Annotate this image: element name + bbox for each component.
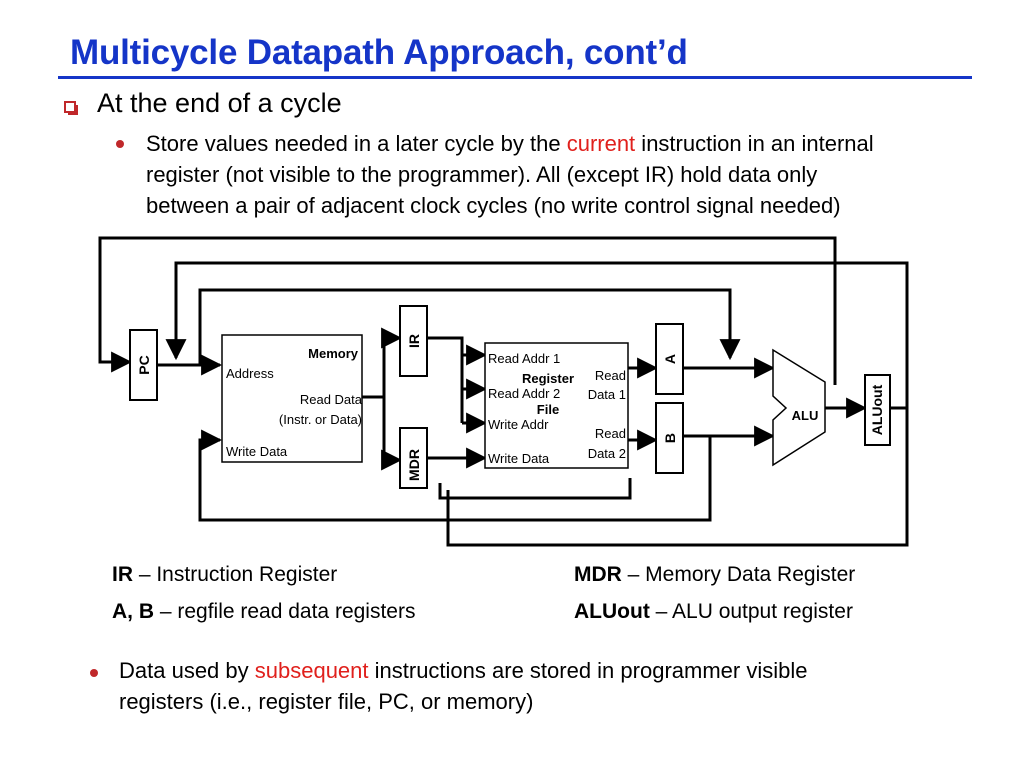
sub-bullet-1-line3: between a pair of adjacent clock cycles …	[146, 193, 841, 218]
alu-label: ALU	[792, 408, 819, 423]
memory-title: Memory	[308, 346, 359, 361]
mdr-label: MDR	[406, 449, 422, 481]
checkbox-bullet-icon	[64, 101, 78, 115]
wire-memory-to-ir	[362, 327, 403, 399]
memory-read-data-label: Read Data	[300, 392, 363, 407]
main-bullet-text: At the end of a cycle	[97, 88, 342, 118]
regfile-title1: Register	[522, 371, 574, 386]
regfile-read-data2-b: Data 2	[588, 446, 626, 461]
regfile-read-data1-b: Data 1	[588, 387, 626, 402]
ir-register	[399, 305, 428, 377]
memory-read-note: (Instr. or Data)	[279, 412, 362, 427]
sub-bullet-2-text-end: instructions are stored in programmer vi…	[368, 658, 808, 683]
regfile-title2: File	[537, 402, 559, 417]
sub-bullet-1-text: Store values needed in a later cycle by …	[146, 131, 567, 156]
legend-ir-term: IR	[112, 563, 133, 586]
legend-ir-desc: – Instruction Register	[133, 563, 338, 586]
wire-top-to-pc	[98, 236, 837, 385]
b-register	[655, 402, 684, 474]
regfile-read-data2-a: Read	[595, 426, 626, 441]
pc-label: PC	[136, 355, 152, 374]
legend-ab: A, B – regfile read data registers	[112, 600, 415, 624]
legend-ab-desc: – regfile read data registers	[154, 600, 416, 623]
legend-aluout: ALUout – ALU output register	[574, 600, 853, 624]
alu-shape	[772, 348, 826, 467]
title-underline	[58, 76, 972, 79]
regfile-read-addr2: Read Addr 2	[488, 386, 560, 401]
aluout-label: ALUout	[869, 384, 885, 435]
memory-address-label: Address	[226, 366, 274, 381]
legend-ab-term: A, B	[112, 600, 154, 623]
sub-bullet-2-text: Data used by	[119, 658, 255, 683]
legend-mdr: MDR – Memory Data Register	[574, 563, 855, 587]
legend-aluout-term: ALUout	[574, 600, 650, 623]
wire-loop-to-alu	[198, 288, 741, 366]
slide-title: Multicycle Datapath Approach, cont’d	[70, 33, 688, 72]
mdr-register	[399, 427, 428, 489]
aluout-register	[864, 374, 891, 446]
bullet-dot-icon	[116, 140, 124, 148]
legend-mdr-term: MDR	[574, 563, 622, 586]
bullet-dot-icon-2	[90, 669, 98, 677]
legend-mdr-desc: – Memory Data Register	[621, 563, 856, 586]
b-label: B	[662, 433, 678, 443]
datapath-wires	[98, 236, 909, 547]
regfile-write-addr: Write Addr	[488, 417, 549, 432]
wire-memory-to-mdr	[381, 397, 403, 471]
sub-bullet-2: Data used by subsequent instructions are…	[119, 655, 1009, 717]
sub-bullet-1-line2: register (not visible to the programmer)…	[146, 162, 818, 187]
memory-block	[221, 334, 363, 463]
sub-bullet-2-line2: registers (i.e., register file, PC, or m…	[119, 689, 534, 714]
regfile-read-addr1: Read Addr 1	[488, 351, 560, 366]
register-file-block	[484, 342, 629, 469]
wire-ir-to-readaddr1	[427, 336, 488, 366]
ir-label: IR	[406, 334, 422, 348]
wire-read-addr-loop	[438, 478, 632, 500]
legend-ir: IR – Instruction Register	[112, 563, 337, 587]
regfile-write-data: Write Data	[488, 451, 550, 466]
highlight-current: current	[566, 131, 636, 156]
a-label: A	[662, 354, 678, 364]
memory-write-data-label: Write Data	[226, 444, 288, 459]
sub-bullet-1: Store values needed in a later cycle by …	[146, 128, 1006, 221]
wire-aluout-to-pc	[165, 261, 909, 408]
pc-register	[129, 329, 158, 401]
legend-aluout-desc: – ALU output register	[649, 600, 853, 623]
sub-bullet-1-text-end: instruction in an internal	[635, 131, 874, 156]
wire-aluout-to-regfile	[446, 408, 909, 547]
a-register	[655, 323, 684, 395]
wire-b-to-memory-writedata	[198, 429, 712, 522]
highlight-subsequent: subsequent	[254, 658, 369, 683]
regfile-read-data1-a: Read	[595, 368, 626, 383]
